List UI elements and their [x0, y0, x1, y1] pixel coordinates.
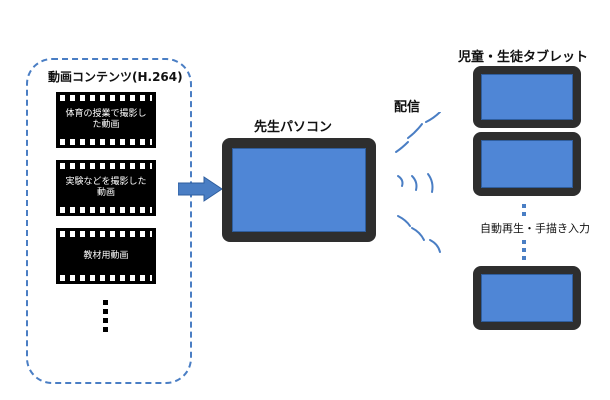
teacher-pc-screen	[232, 148, 366, 232]
film-text: 教材用動画	[83, 250, 129, 261]
video-contents-label: 動画コンテンツ(H.264)	[48, 70, 183, 84]
student-tablet-2	[473, 132, 581, 196]
teacher-pc-device	[222, 138, 376, 242]
student-tablets-label: 児童・生徒タブレット	[458, 50, 589, 65]
arrow-right-icon	[178, 176, 223, 202]
student-tablet-3	[473, 266, 581, 330]
film-strip-pe-video: 体育の授業で撮影した動画	[56, 92, 156, 148]
tablet-ellipsis-lower	[522, 240, 526, 264]
film-strip-material-video: 教材用動画	[56, 228, 156, 284]
auto-play-handwriting-note: 自動再生・手描き入力	[480, 222, 590, 235]
teacher-pc-label: 先生パソコン	[254, 120, 333, 135]
more-films-ellipsis	[103, 300, 108, 336]
student-tablet-1	[473, 66, 581, 128]
film-strip-experiment-video: 実験などを撮影した動画	[56, 160, 156, 216]
film-text: 体育の授業で撮影した動画	[65, 109, 147, 130]
tablet-screen	[481, 274, 573, 322]
delivery-label: 配信	[394, 100, 421, 115]
tablet-screen	[481, 140, 573, 188]
wireless-signal-icon	[395, 112, 441, 253]
video-contents-group	[26, 58, 192, 384]
tablet-ellipsis-upper	[522, 204, 526, 220]
tablet-screen	[481, 74, 573, 120]
film-text: 実験などを撮影した動画	[65, 177, 147, 198]
